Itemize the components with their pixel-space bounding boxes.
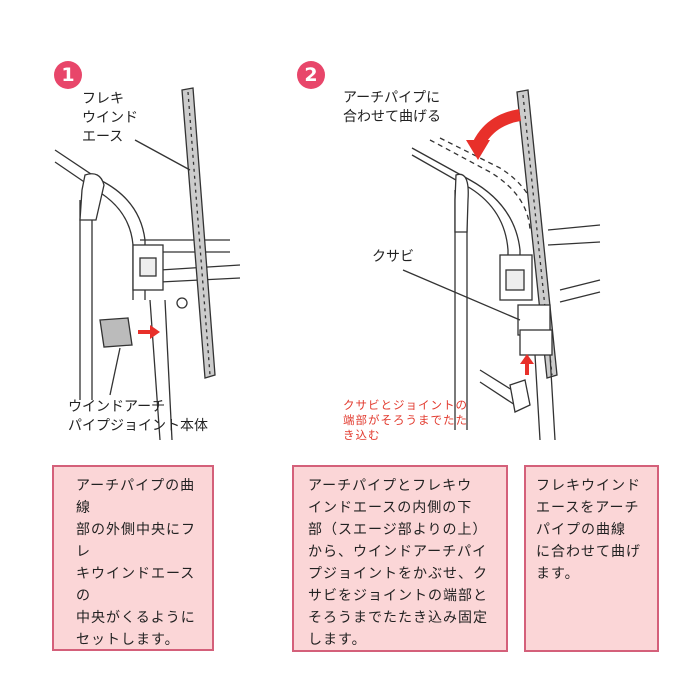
label-hammer-note: クサビとジョイントの 端部がそろうまでたた き込む	[343, 398, 468, 442]
label-bend-to-arch: アーチパイプに 合わせて曲げる	[343, 90, 441, 125]
step2-bend-description: フレキウインド エースをアーチ パイプの曲線 に合わせて曲げ ます。	[524, 465, 659, 652]
label-flexi-wind-ace: フレキ ウインド エース	[82, 91, 138, 145]
step2-badge: 2	[297, 61, 325, 89]
label-wedge: クサビ	[372, 249, 414, 265]
step1-badge: 1	[54, 61, 82, 89]
step2-drawing	[402, 89, 601, 441]
step1-drawing	[54, 87, 241, 441]
step1-description: アーチパイプの曲線 部の外側中央にフレ キウインドエースの 中央がくるように セ…	[52, 465, 214, 651]
step2-description: アーチパイプとフレキウ インドエースの内側の下 部（スエージ部よりの上） から、…	[292, 465, 508, 652]
label-wind-arch-joint: ウインドアーチ パイプジョイント本体	[68, 399, 208, 434]
